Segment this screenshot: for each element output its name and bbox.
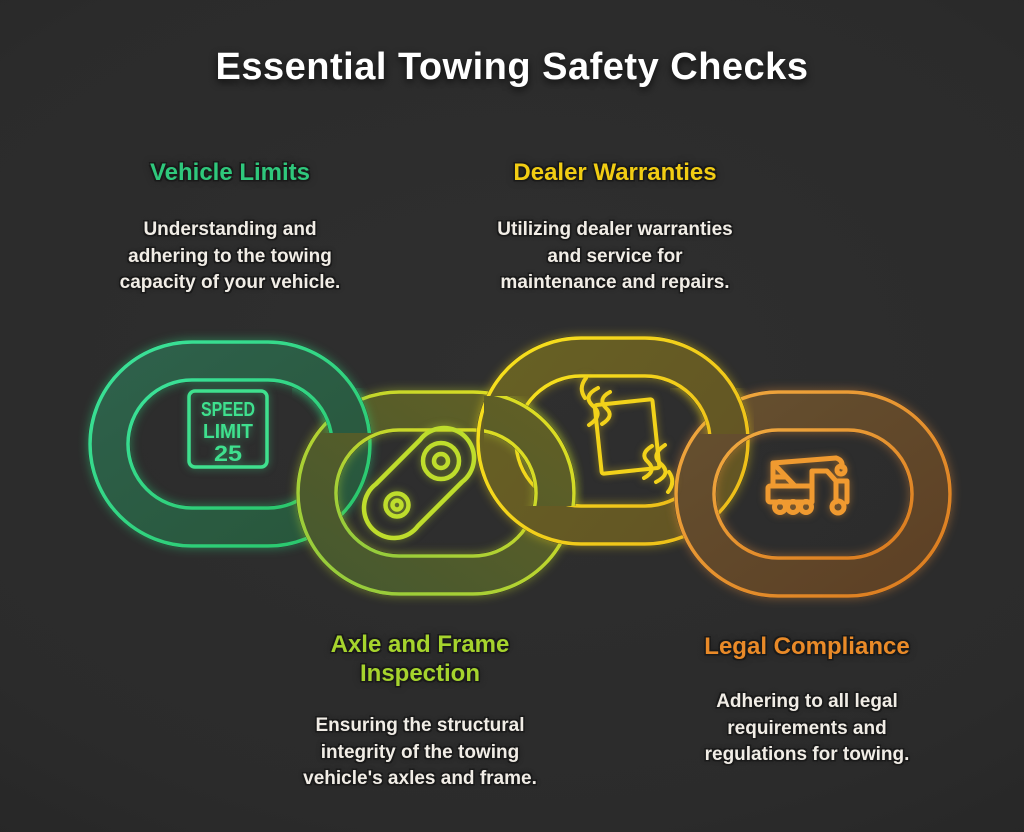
section-vehicle-limits: Vehicle Limits Understanding and adherin… <box>85 158 375 297</box>
section-dealer-warranties: Dealer Warranties Utilizing dealer warra… <box>452 158 778 297</box>
section-body-vehicle-limits: Understanding and adhering to the towing… <box>119 219 341 293</box>
section-heading-dealer-warranties: Dealer Warranties <box>513 159 717 186</box>
section-axle-frame-inspection: Axle and Frame Inspection Ensuring the s… <box>268 630 572 793</box>
tow-truck-icon <box>765 455 850 516</box>
section-heading-axle-frame-inspection: Axle and Frame Inspection <box>330 631 510 687</box>
axle-belt-icon <box>361 425 477 541</box>
section-body-axle-frame-inspection: Ensuring the structural integrity of the… <box>303 715 537 789</box>
left-hand-icon <box>579 376 612 427</box>
page-title: Essential Towing Safety Checks <box>215 46 809 88</box>
section-body-dealer-warranties: Utilizing dealer warranties and service … <box>497 219 733 293</box>
speed-limit-line1: SPEED <box>201 399 255 421</box>
section-body-legal-compliance: Adhering to all legal requirements and r… <box>704 691 910 765</box>
section-heading-legal-compliance: Legal Compliance <box>704 633 910 660</box>
section-heading-vehicle-limits: Vehicle Limits <box>149 159 311 186</box>
section-legal-compliance: Legal Compliance Adhering to all legal r… <box>650 632 964 769</box>
speed-limit-sign-icon: SPEED LIMIT 25 <box>187 389 269 469</box>
right-hand-icon <box>642 443 675 494</box>
chain-link-legal-compliance <box>674 390 952 598</box>
warranty-document-icon <box>579 376 675 494</box>
speed-limit-line3: 25 <box>214 441 242 466</box>
speed-limit-line2: LIMIT <box>203 421 253 443</box>
